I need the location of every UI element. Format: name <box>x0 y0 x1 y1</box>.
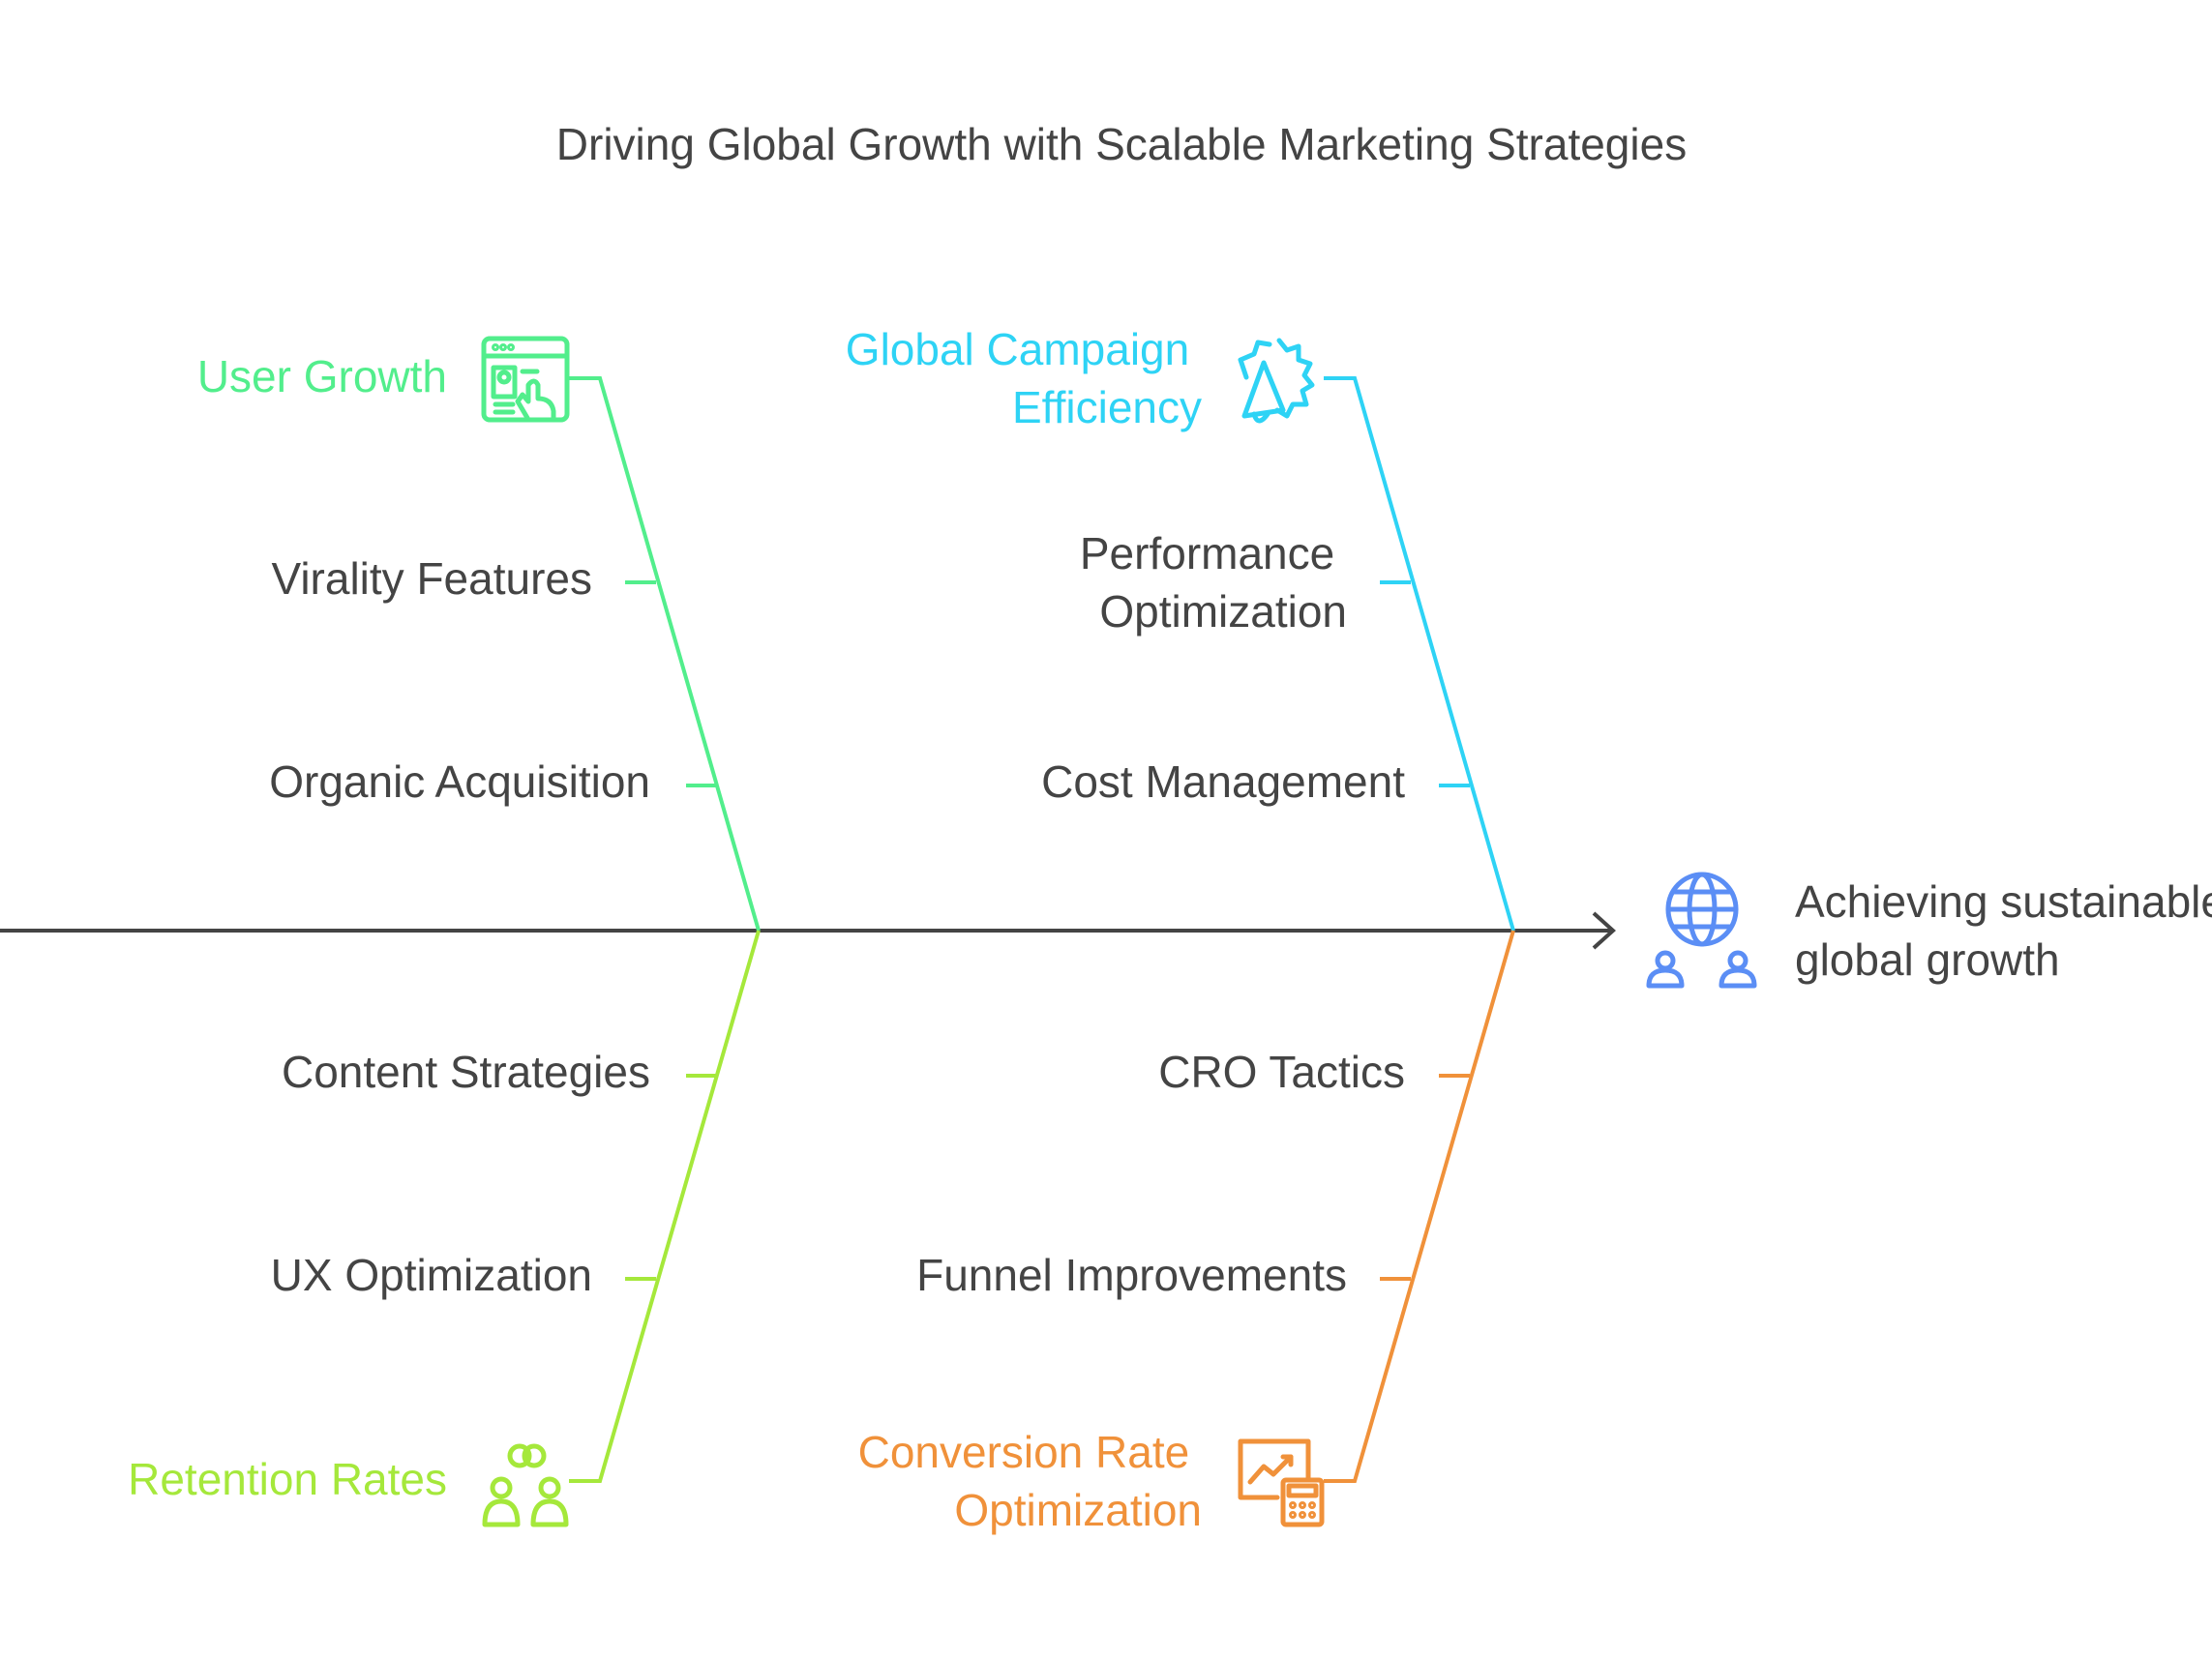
result-text: Achieving sustainable global growth <box>1795 876 2212 985</box>
cause-cost-management: Cost Management <box>1041 756 1405 807</box>
branch-conversion-rate <box>1238 930 1515 1527</box>
cause-cro-tactics: CRO Tactics <box>1158 1047 1405 1097</box>
category-user-growth: User Growth <box>197 351 447 401</box>
category-retention-rates: Retention Rates <box>128 1454 447 1504</box>
cause-performance-optimization: Performance Optimization <box>1080 528 1347 637</box>
arrow-head-icon <box>1592 911 1616 950</box>
label-line: Optimization <box>954 1485 1202 1535</box>
cause-funnel-improvements: Funnel Improvements <box>916 1250 1347 1300</box>
label-line: Global Campaign <box>846 324 1189 374</box>
label-line: Efficiency <box>1012 382 1202 432</box>
cause-virality-features: Virality Features <box>271 553 592 604</box>
label-line: Conversion Rate <box>858 1427 1190 1477</box>
spine <box>0 911 1616 950</box>
browser-hand-icon <box>481 336 570 423</box>
branch-campaign-efficiency <box>1238 338 1515 932</box>
category-campaign-efficiency: Global Campaign Efficiency <box>846 324 1202 432</box>
cause-organic-acquisition: Organic Acquisition <box>269 756 650 807</box>
cause-content-strategies: Content Strategies <box>282 1047 650 1097</box>
diagram-title: Driving Global Growth with Scalable Mark… <box>556 119 1687 169</box>
branch-retention-rates <box>482 930 761 1527</box>
branch-user-growth <box>481 336 761 932</box>
users-link-icon <box>482 1443 569 1527</box>
label-line: global growth <box>1795 934 2060 985</box>
chart-calculator-icon <box>1238 1438 1325 1527</box>
megaphone-badge-icon <box>1238 338 1315 424</box>
label-line: Performance <box>1080 528 1334 578</box>
cause-ux-optimization: UX Optimization <box>271 1250 592 1300</box>
category-conversion-rate: Conversion Rate Optimization <box>858 1427 1202 1535</box>
label-line: Achieving sustainable <box>1795 876 2212 927</box>
label-line: Optimization <box>1099 586 1347 637</box>
globe-people-icon <box>1646 872 1757 989</box>
